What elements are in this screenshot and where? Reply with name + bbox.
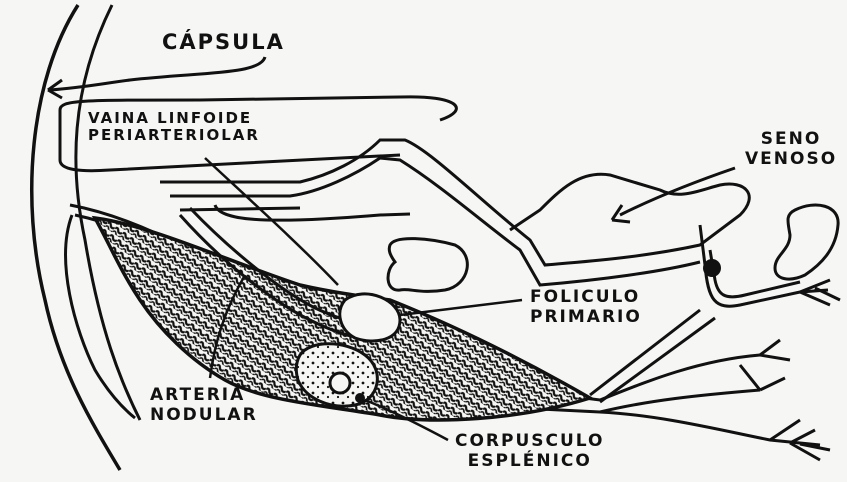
vessel-node [703, 259, 721, 277]
label-vaina-line2: PERIARTERIOLAR [88, 127, 260, 144]
label-capsula-text: CÁPSULA [162, 30, 285, 54]
label-corpusculo-esplenico: CORPUSCULO ESPLÉNICO [455, 432, 604, 471]
capsule-inner-line [76, 5, 140, 420]
foliculo-pointer [400, 300, 522, 315]
label-arteria-line2: NODULAR [150, 406, 258, 426]
label-capsula: CÁPSULA [162, 30, 285, 54]
label-vaina-linfoide: VAINA LINFOIDE PERIARTERIOLAR [88, 110, 260, 145]
label-corpusculo-line1: CORPUSCULO [455, 432, 604, 452]
capsula-arrow [50, 57, 265, 90]
label-arteria-line1: ARTERIA [150, 386, 258, 406]
label-foliculo-line1: FOLICULO [530, 288, 642, 308]
label-arteria-nodular: ARTERIA NODULAR [150, 386, 258, 425]
label-seno-line1: SENO [745, 130, 837, 150]
label-seno-venoso: SENO VENOSO [745, 130, 837, 169]
label-seno-line2: VENOSO [745, 150, 837, 170]
label-foliculo-primario: FOLICULO PRIMARIO [530, 288, 642, 327]
corpuscle-center [330, 373, 350, 393]
island-right [775, 205, 838, 279]
label-vaina-line1: VAINA LINFOIDE [88, 110, 260, 127]
island-left [388, 239, 467, 292]
label-foliculo-line2: PRIMARIO [530, 308, 642, 328]
seno-venoso-arrow [620, 168, 735, 215]
label-corpusculo-line2: ESPLÉNICO [455, 452, 604, 472]
